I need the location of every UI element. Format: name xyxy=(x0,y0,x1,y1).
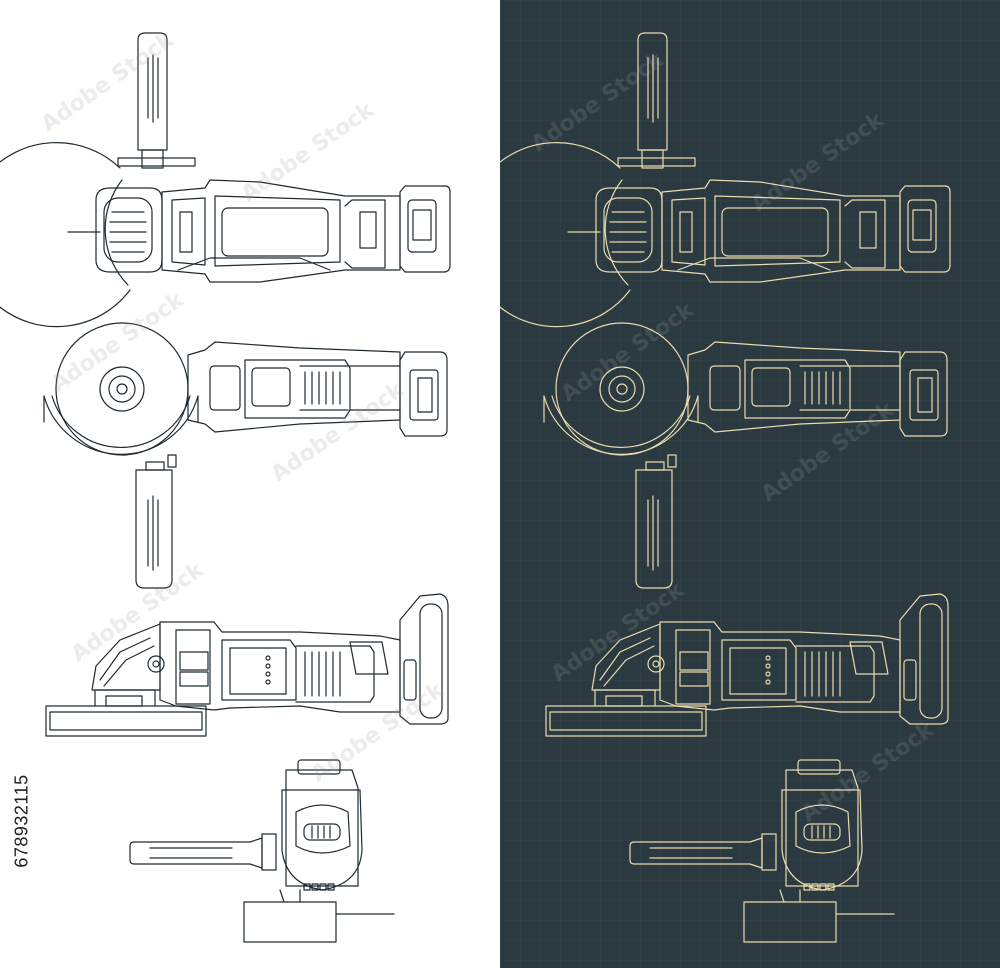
dark-blueprint-panel: Adobe Stock Adobe Stock Adobe Stock Adob… xyxy=(500,0,1000,968)
blueprint-grid xyxy=(500,0,1000,968)
stock-id-label: 678932115 xyxy=(2,736,42,906)
light-drawing-svg xyxy=(0,32,451,943)
dark-drawing-svg xyxy=(500,0,1000,968)
light-line-drawings xyxy=(0,32,451,943)
stock-id-text: 678932115 xyxy=(11,774,32,868)
light-blueprint-panel: 678932115 Adobe Stock Adobe Stock Adobe … xyxy=(0,27,451,943)
